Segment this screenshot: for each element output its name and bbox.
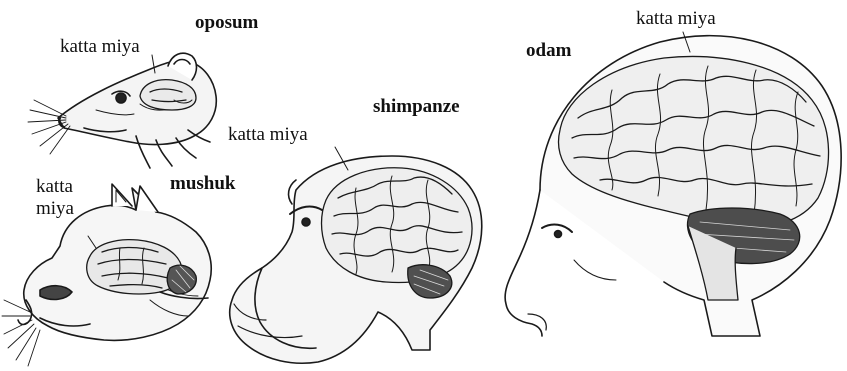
- chimpanzee-name-label: shimpanze: [373, 96, 460, 117]
- chimpanzee-brain-label: katta miya: [228, 124, 308, 145]
- cat-brain-label-line2: miya: [36, 198, 126, 220]
- opossum-brain-label: katta miya: [60, 36, 140, 57]
- cat-brain-label-line1: katta: [36, 176, 126, 198]
- human-name-label: odam: [526, 40, 571, 61]
- opossum-whiskers: [28, 100, 70, 154]
- opossum-name-label: oposum: [195, 12, 258, 33]
- human-brain-label: katta miya: [636, 8, 716, 29]
- cat-brain-label: katta miya: [36, 176, 126, 220]
- opossum-head-drawing: [58, 53, 216, 168]
- cat-name-label: mushuk: [170, 173, 236, 194]
